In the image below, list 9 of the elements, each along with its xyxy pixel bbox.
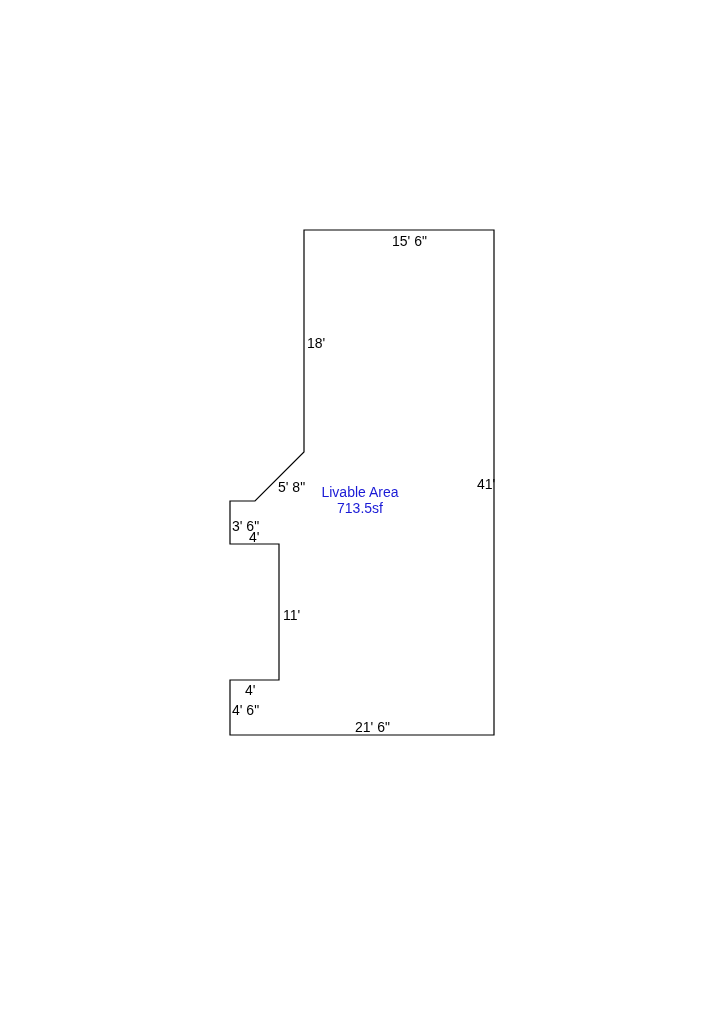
dimension-label: 21' 6" [355,719,390,735]
area-label: Livable Area 713.5sf [320,484,400,516]
dimension-label: 4' [245,682,256,698]
dimension-label: 4' 6" [232,702,260,718]
dimension-label: 5' 8" [278,479,306,495]
dimension-label: 18' [307,335,326,351]
dimension-label: 3' 6" [232,518,260,534]
dimension-label: 15' 6" [392,233,427,249]
dimension-label: 11' [283,607,301,623]
